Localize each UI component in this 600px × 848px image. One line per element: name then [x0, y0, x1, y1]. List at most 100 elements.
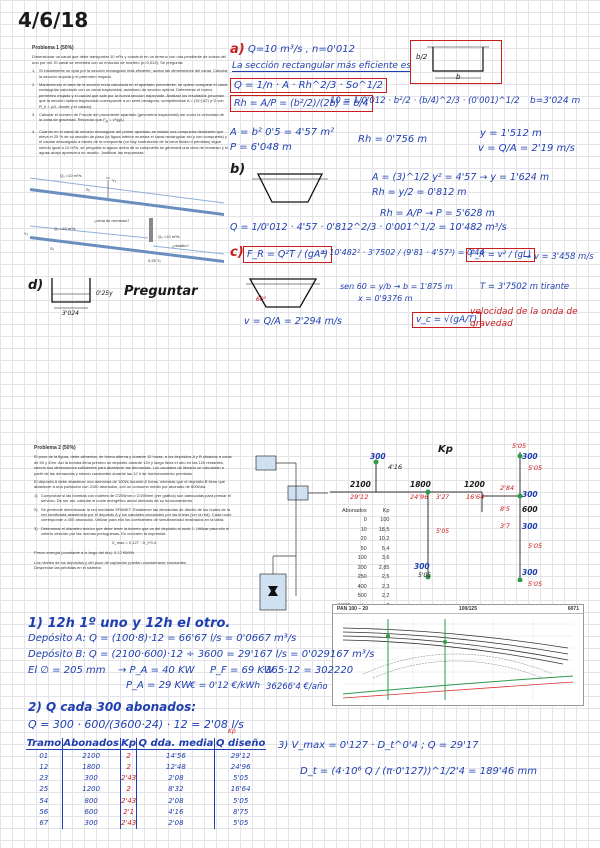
node-marker [517, 493, 523, 499]
p2-power-a: → P_A = 40 KW [118, 665, 195, 676]
part-b-label: b) [230, 162, 246, 177]
p2-power-a2: P_A = 29 KW [126, 680, 191, 691]
right-505c: 5'05 [528, 542, 543, 550]
node-marker [425, 489, 431, 495]
network-diagram [330, 452, 523, 582]
date: 4/6/18 [18, 8, 89, 32]
fig2-resalto-label: ¿resalto? [172, 243, 189, 248]
part-a-label: a) [230, 42, 245, 57]
angle-label: 60° [256, 296, 267, 303]
fig2-depth-label: Y₀ [24, 231, 29, 236]
table-cell: 23 [26, 772, 63, 784]
trapezoid-section-sketch [252, 173, 328, 203]
table-cell: 29'12 [230, 751, 251, 760]
table-header: Q diseño [214, 738, 266, 751]
table-cell: 2,85 [378, 564, 390, 571]
pump-curve-plot [342, 619, 574, 700]
net-2912: 29'12 [350, 493, 369, 501]
right-85: 8'5 [500, 505, 511, 513]
table-cell: 2,3 [381, 583, 390, 590]
hydraulic-radius-equation: Rh = A/P = (b²/2)/(2b) = b/4 [230, 95, 373, 112]
part-c-geometry1: sen 60 = y/b → b = 1'875 m [340, 282, 453, 291]
part-d-height: 0'25y [96, 290, 113, 297]
problem2-title: Problema 2 (50%) [34, 445, 76, 451]
table-cell: 01 [26, 749, 63, 762]
right-300d: 300 [522, 568, 538, 577]
node-marker [373, 459, 379, 465]
froude-value: = 10'482² · 3'7502 / (9'81 · 4'57³) = 0'… [320, 248, 485, 257]
table-cell: 20 [360, 536, 367, 543]
result-velocity: v = Q/A = 2'19 m/s [478, 143, 575, 154]
table-cell: 600 [62, 806, 121, 818]
result-depth: y = 1'512 m [480, 128, 542, 139]
net-q-416: 4'16 [388, 463, 403, 471]
p2-deposit-a: Depósito A: Q = (100·8)·12 = 66'67 l/s =… [28, 633, 297, 644]
table-header: Kp [382, 507, 390, 514]
p2-energy-year: ·365·12 = 302220 [262, 665, 354, 676]
right-300a: 300 [522, 452, 538, 461]
net-node-300a: 300 [370, 452, 386, 461]
problem2-question1: Comprobar si las bombas con rodetes de ∅… [41, 492, 231, 504]
result-rh: Rh = 0'756 m [358, 134, 428, 145]
fig2-flow-label: Q₀ =10 m³/s [54, 226, 76, 231]
table-cell: 10 [360, 526, 367, 533]
part-d-note: Preguntar [124, 284, 198, 299]
table-cell: 12'48 [136, 761, 216, 773]
table-cell: 14'56 [136, 749, 216, 762]
table-cell: 300 [62, 817, 121, 829]
table-cell: 0 [363, 517, 367, 524]
fig2-slope-label: S₀ [50, 246, 55, 251]
part-b-perimeter: Rh = A/P → P = 5'628 m [380, 208, 495, 219]
table-cell: 3,6 [381, 555, 390, 562]
table-cell: 2 [120, 783, 138, 795]
table-cell: 1200 [62, 783, 121, 795]
node-marker [425, 574, 431, 580]
table-cell: 2 [120, 761, 138, 773]
fig2-gap-label: 0,25 Y₀ [148, 258, 162, 263]
table-cell: 100 [380, 517, 390, 524]
p2-deposit-b: Depósito B: Q = (2100·600)·12 ÷ 3600 = 2… [28, 649, 375, 660]
result-area: A = b² 0'5 = 4'57 m² [230, 127, 335, 138]
table-cell: 200 [357, 564, 367, 571]
part-a-given: Q=10 m³/s , n=0'012 [248, 44, 355, 55]
pump-code: 6071 [567, 606, 579, 612]
p2-kp-note: Kp [228, 728, 236, 735]
table-cell: 12 [26, 761, 63, 773]
kp-label: Kp [438, 444, 453, 455]
part-d-width: 3'024 [62, 310, 79, 317]
p2-theoretical-diameter: D_t = (4·10⁶ Q / (π·0'127))^1/2'4 = 189'… [300, 766, 537, 777]
gate-section-sketch [51, 278, 91, 309]
problem2-note1: Los niveles de los depósitos y del pozo … [34, 559, 187, 565]
problem2-intro: El pozo de la figura, debe alimentar, de… [34, 454, 232, 476]
pump-curve-chart: PAN 100 – 20 100/125 6071 [332, 604, 584, 706]
section-width-label: b [456, 73, 461, 81]
table-row: 20 10,2 [332, 535, 395, 545]
table-cell: 8'32 [136, 783, 216, 795]
p2-energy-price: € = 0'12 €/kWh [190, 681, 261, 691]
table-cell: 1800 [62, 761, 121, 773]
problem2-price: Precio energía (constante a lo largo del… [34, 550, 135, 556]
froude-velocity-equation: F_R = v² / (gL) [466, 248, 536, 262]
design-flow-table: Tramo Abonados Kp Q dda. media Q diseño … [26, 738, 266, 829]
problem2-formula: V_max = 0,127 · D_t^0,4 [111, 539, 157, 545]
part-c-geometry2: x = 0'9376 m [358, 294, 413, 303]
net-2100: 2100 [350, 480, 371, 489]
table-cell: 5'05 [233, 796, 249, 805]
fig1-slope-label: S₀ [86, 187, 91, 192]
table-cell: 300 [62, 772, 121, 784]
result-b: b=3'024 m [530, 96, 581, 106]
net-1200: 1200 [464, 480, 485, 489]
table-cell: 10,2 [378, 536, 390, 543]
p2-answer3: 3) V_max = 0'127 · D_t^0'4 ; Q = 29'17 [278, 740, 479, 751]
problem1-question3: Calcular el número de Froude del procede… [39, 112, 224, 125]
manning-substitution: 10 = 1/0'012 · b²/2 · (b/4)^2/3 · (0'001… [330, 96, 520, 106]
table-row: 0 100 [332, 516, 395, 526]
fig2-cima-label: ¿cima de remanso? [94, 218, 130, 223]
table-cell: 250 [357, 574, 367, 581]
